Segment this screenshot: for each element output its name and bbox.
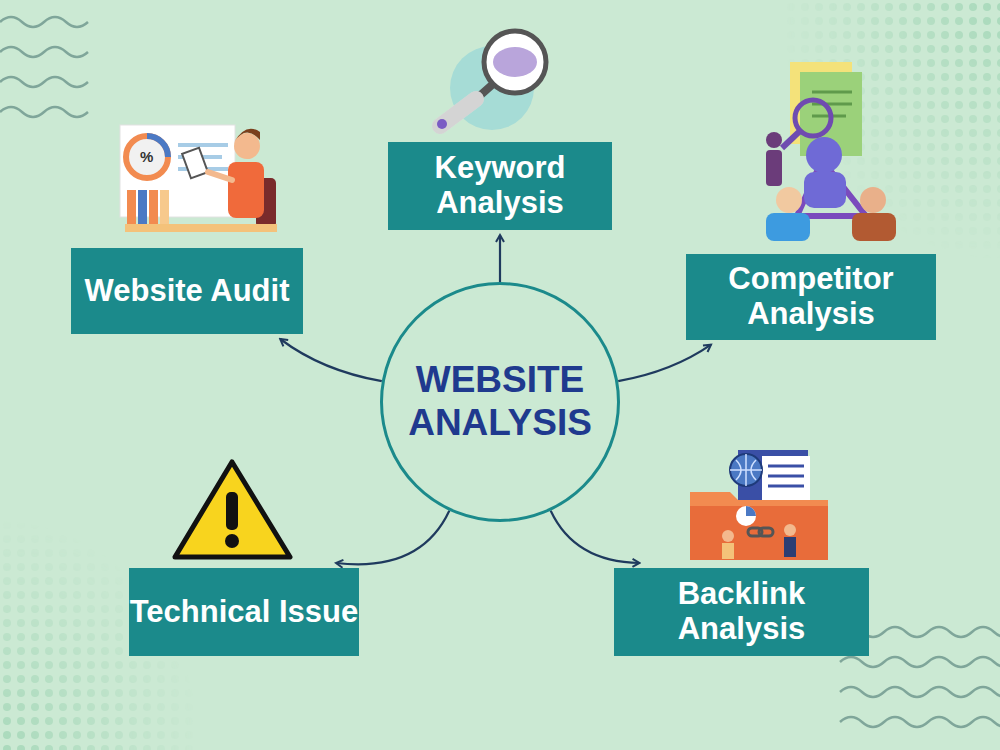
competitor-illustration (766, 62, 896, 241)
topic-box: Website Audit (71, 248, 304, 334)
topic-box: Backlink Analysis (614, 568, 869, 656)
center-title: WEBSITE ANALYSIS (393, 359, 608, 444)
topic-label: Competitor Analysis (686, 262, 936, 331)
warning-icon (175, 462, 290, 557)
magnifier-icon (437, 31, 546, 130)
center-circle: WEBSITE ANALYSIS (380, 282, 620, 522)
topic-label: Keyword Analysis (388, 151, 612, 220)
dot-pattern (780, 0, 1000, 260)
wave-lines (0, 17, 1000, 727)
audit-illustration (120, 125, 277, 232)
topic-label: Backlink Analysis (614, 577, 869, 646)
topic-box: Technical Issue (129, 568, 359, 656)
branch-arrow (618, 345, 711, 382)
topic-box: Competitor Analysis (686, 254, 936, 339)
backlink-illustration (690, 450, 828, 560)
branch-arrow (280, 339, 382, 381)
topic-label: Website Audit (85, 274, 290, 309)
branch-arrow (336, 511, 449, 565)
topic-label: Technical Issue (130, 595, 359, 630)
topic-box: Keyword Analysis (388, 142, 612, 230)
branch-arrow (551, 511, 640, 563)
branch-arrow (499, 235, 501, 282)
chart-symbol: % (140, 148, 153, 165)
